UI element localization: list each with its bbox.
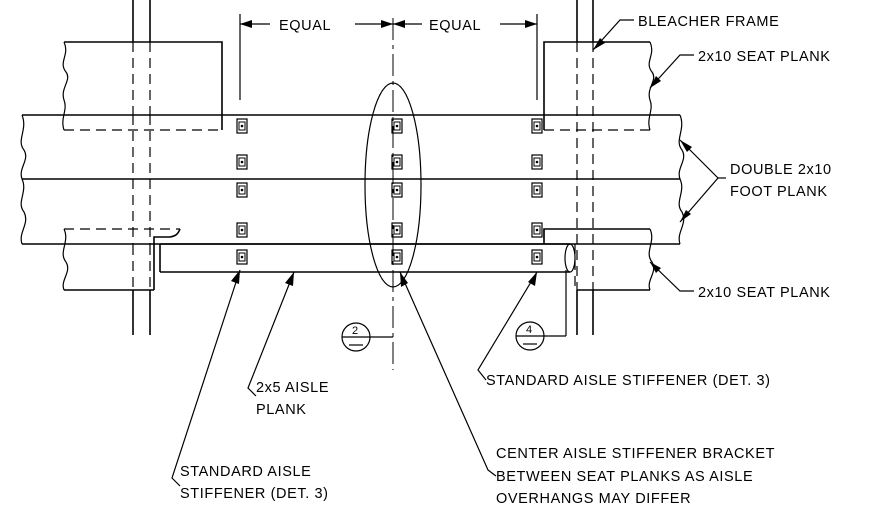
- label-bleacher-frame: BLEACHER FRAME: [638, 14, 779, 30]
- bleacher-frame-left: [132, 0, 151, 335]
- section-marker-2: 2: [341, 322, 393, 352]
- stiffener-bracket-symbol: [531, 249, 543, 265]
- bleacher-frame-right: [576, 0, 594, 335]
- stiffener-bracket-symbol: [236, 154, 248, 170]
- label-center-bracket-line3: OVERHANGS MAY DIFFER: [496, 491, 691, 507]
- leader-std-stiffener-right: STANDARD AISLE STIFFENER (DET. 3): [477, 271, 771, 389]
- label-aisle-plank-line2: PLANK: [256, 402, 307, 418]
- stiffener-bracket-symbol: [531, 222, 543, 238]
- label-std-stiffener-left-line1: STANDARD AISLE: [180, 464, 311, 480]
- label-center-bracket-line2: BETWEEN SEAT PLANKS AS AISLE: [496, 469, 753, 485]
- stiffener-bracket-symbol: [531, 154, 543, 170]
- label-center-bracket-line1: CENTER AISLE STIFFENER BRACKET: [496, 446, 775, 462]
- leader-center-bracket: CENTER AISLE STIFFENER BRACKET BETWEEN S…: [399, 271, 775, 507]
- dimension-equal-right: EQUAL: [393, 18, 537, 34]
- stiffener-bracket-symbol: [236, 182, 248, 198]
- leader-aisle-plank: 2x5 AISLE PLANK: [247, 271, 329, 418]
- stiffener-bracket-symbol: [391, 182, 403, 198]
- label-std-stiffener-right: STANDARD AISLE STIFFENER (DET. 3): [486, 373, 771, 389]
- stiffener-bracket-symbol: [391, 222, 403, 238]
- stiffener-bracket-symbol: [391, 118, 403, 134]
- stiffener-bracket-symbol: [391, 154, 403, 170]
- dimension-equal-left: EQUAL: [240, 18, 393, 34]
- stiffener-bracket-symbol: [531, 182, 543, 198]
- label-aisle-plank-line1: 2x5 AISLE: [256, 380, 329, 396]
- leader-std-stiffener-left: STANDARD AISLE STIFFENER (DET. 3): [171, 269, 329, 502]
- leader-seat-plank-top: 2x10 SEAT PLANK: [649, 49, 831, 89]
- label-foot-plank-line1: DOUBLE 2x10: [730, 162, 832, 178]
- aisle-plank: [159, 243, 576, 273]
- label-std-stiffener-left-line2: STIFFENER (DET. 3): [180, 486, 329, 502]
- section-marker-4: 4: [515, 270, 567, 351]
- foot-plank-double: [20, 114, 685, 245]
- seat-plank-lower: [62, 228, 655, 291]
- label-seat-plank-bottom: 2x10 SEAT PLANK: [698, 285, 831, 301]
- leader-foot-plank: DOUBLE 2x10 FOOT PLANK: [679, 139, 832, 223]
- leader-bleacher-frame: BLEACHER FRAME: [592, 14, 779, 51]
- label-foot-plank-line2: FOOT PLANK: [730, 184, 828, 200]
- seat-plank-upper: [62, 41, 655, 131]
- stiffener-bracket-symbol: [236, 222, 248, 238]
- stiffener-bracket-symbol: [531, 118, 543, 134]
- section-marker-number-4: 4: [526, 324, 532, 336]
- center-stiffener-ellipse: [364, 82, 422, 288]
- dimension-extension-lines: [239, 14, 538, 100]
- dimension-label-left: EQUAL: [279, 18, 331, 34]
- stiffener-bracket-symbol: [391, 249, 403, 265]
- section-marker-number-2: 2: [352, 325, 358, 337]
- stiffener-bracket-symbol: [236, 118, 248, 134]
- leader-seat-plank-bottom: 2x10 SEAT PLANK: [649, 261, 831, 301]
- label-seat-plank-top: 2x10 SEAT PLANK: [698, 49, 831, 65]
- stiffener-brackets: [236, 118, 543, 265]
- stiffener-bracket-symbol: [236, 249, 248, 265]
- dimension-label-right: EQUAL: [429, 18, 481, 34]
